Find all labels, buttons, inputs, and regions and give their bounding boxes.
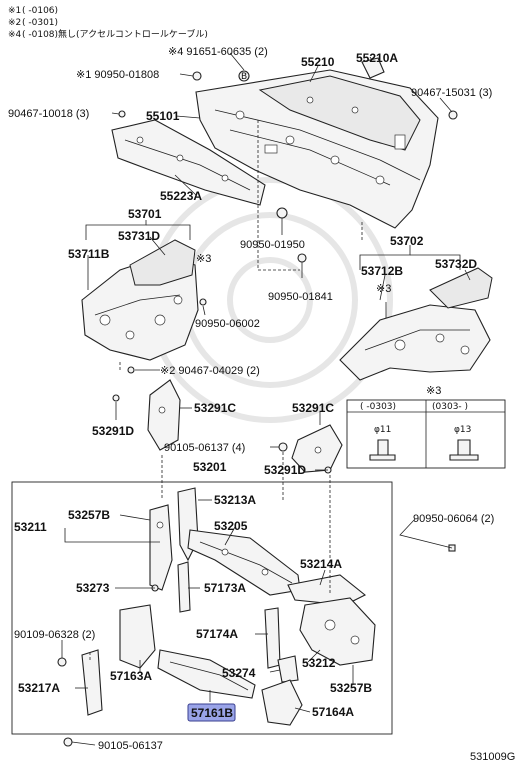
note-4-mark: ※4: [8, 30, 22, 40]
note-2-mark: ※2: [8, 18, 21, 28]
svg-text:B: B: [241, 72, 247, 82]
bracket-55223a: [111, 119, 266, 206]
dashed-leader-lines: [89, 120, 363, 660]
label-90950-01808[interactable]: ※1 90950-01808: [76, 69, 159, 81]
label-53712b[interactable]: 53712B: [361, 264, 403, 278]
member-53217a: [81, 649, 103, 716]
label-53201[interactable]: 53201: [193, 460, 227, 474]
label-53211[interactable]: 53211: [14, 520, 47, 534]
label-55210[interactable]: 55210: [301, 55, 335, 69]
apron-53711b: [81, 239, 199, 361]
label-57173a[interactable]: 57173A: [204, 581, 246, 595]
brace-57173a: [177, 561, 191, 613]
brace-57174a: [264, 607, 281, 669]
label-53701[interactable]: 53701: [128, 207, 162, 221]
label-53257b-bottom[interactable]: 53257B: [330, 681, 372, 695]
bracket-57164a: [261, 679, 303, 726]
bracket-53274: [277, 655, 299, 683]
label-90105-06137-4[interactable]: 90105-06137 (4): [164, 442, 245, 454]
inset-col1-dim: φ11: [374, 425, 391, 435]
diagram-id: 531009G: [470, 751, 515, 763]
label-53217a[interactable]: 53217A: [18, 681, 60, 695]
inset-col1-header: ( -0303): [360, 402, 396, 412]
apron-53712b: [339, 267, 493, 381]
label-53732d[interactable]: 53732D: [435, 257, 477, 271]
label-53273[interactable]: 53273: [76, 581, 110, 595]
crossmember-57161b: [157, 649, 256, 699]
label-53291d-left[interactable]: 53291D: [92, 424, 134, 438]
label-55210a[interactable]: 55210A: [356, 51, 398, 65]
subassembly-frame-53201: [11, 481, 393, 735]
label-57164a[interactable]: 57164A: [312, 705, 354, 719]
label-53702[interactable]: 53702: [390, 234, 424, 248]
label-53213a[interactable]: 53213A: [214, 493, 256, 507]
note-4-text: ( -0108)無し(アクセルコントロールケーブル): [22, 28, 208, 40]
label-55223a[interactable]: 55223A: [160, 189, 202, 203]
label-90467-10018[interactable]: 90467-10018 (3): [8, 108, 89, 120]
bracket-57163a: [119, 604, 156, 669]
note-1-text: ( -0106): [22, 6, 58, 16]
label-91651-60635[interactable]: ※4 91651-60635 (2): [168, 46, 268, 58]
dash-panel-55101: [195, 69, 439, 229]
label-90467-15031[interactable]: 90467-15031 (3): [411, 87, 492, 99]
clip-55210a: [361, 57, 385, 79]
leader-lines: [61, 52, 471, 746]
label-90950-06002[interactable]: 90950-06002: [195, 318, 260, 330]
label-90109-06328[interactable]: 90109-06328 (2): [14, 629, 95, 641]
label-90950-01841[interactable]: 90950-01841: [268, 291, 333, 303]
label-55101[interactable]: 55101: [146, 109, 180, 123]
support-53211: [149, 504, 173, 591]
note-1-mark: ※1: [8, 6, 21, 16]
note-2-text: ( -0301): [22, 18, 58, 28]
label-90950-01950[interactable]: 90950-01950: [240, 239, 305, 251]
inset-col2-header: (0303- ): [432, 402, 468, 412]
inset-table: [346, 399, 506, 469]
label-53257b-top[interactable]: 53257B: [68, 508, 110, 522]
label-53212[interactable]: 53212: [302, 656, 336, 670]
label-53214a[interactable]: 53214A: [300, 557, 342, 571]
label-mark3-left: ※3: [196, 253, 211, 265]
highlight-57161b[interactable]: [187, 703, 236, 722]
inset-col2-dim: φ13: [454, 425, 471, 435]
bracket-53291c-left: [147, 379, 181, 451]
label-53291d-right[interactable]: 53291D: [264, 463, 306, 477]
crossmember-53205: [187, 529, 301, 596]
label-57174a[interactable]: 57174A: [196, 627, 238, 641]
label-90105-06137[interactable]: 90105-06137: [98, 740, 163, 752]
fastener-top: B: [118, 70, 458, 263]
label-90950-06064[interactable]: 90950-06064 (2): [413, 513, 494, 525]
label-57161b[interactable]: 57161B: [191, 706, 233, 720]
label-53711b[interactable]: 53711B: [68, 247, 110, 261]
member-53214a: [287, 574, 367, 606]
label-53731d[interactable]: 53731D: [118, 229, 160, 243]
label-53274[interactable]: 53274: [222, 666, 256, 680]
label-90467-04029[interactable]: ※2 90467-04029 (2): [160, 365, 260, 377]
label-57163a[interactable]: 57163A: [110, 669, 152, 683]
label-mark3-right: ※3: [376, 283, 391, 295]
label-53291c-right[interactable]: 53291C: [292, 401, 334, 415]
label-53205[interactable]: 53205: [214, 519, 248, 533]
panel-53212: [299, 597, 376, 666]
label-53291c-left[interactable]: 53291C: [194, 401, 236, 415]
inset-mark: ※3: [426, 385, 441, 397]
